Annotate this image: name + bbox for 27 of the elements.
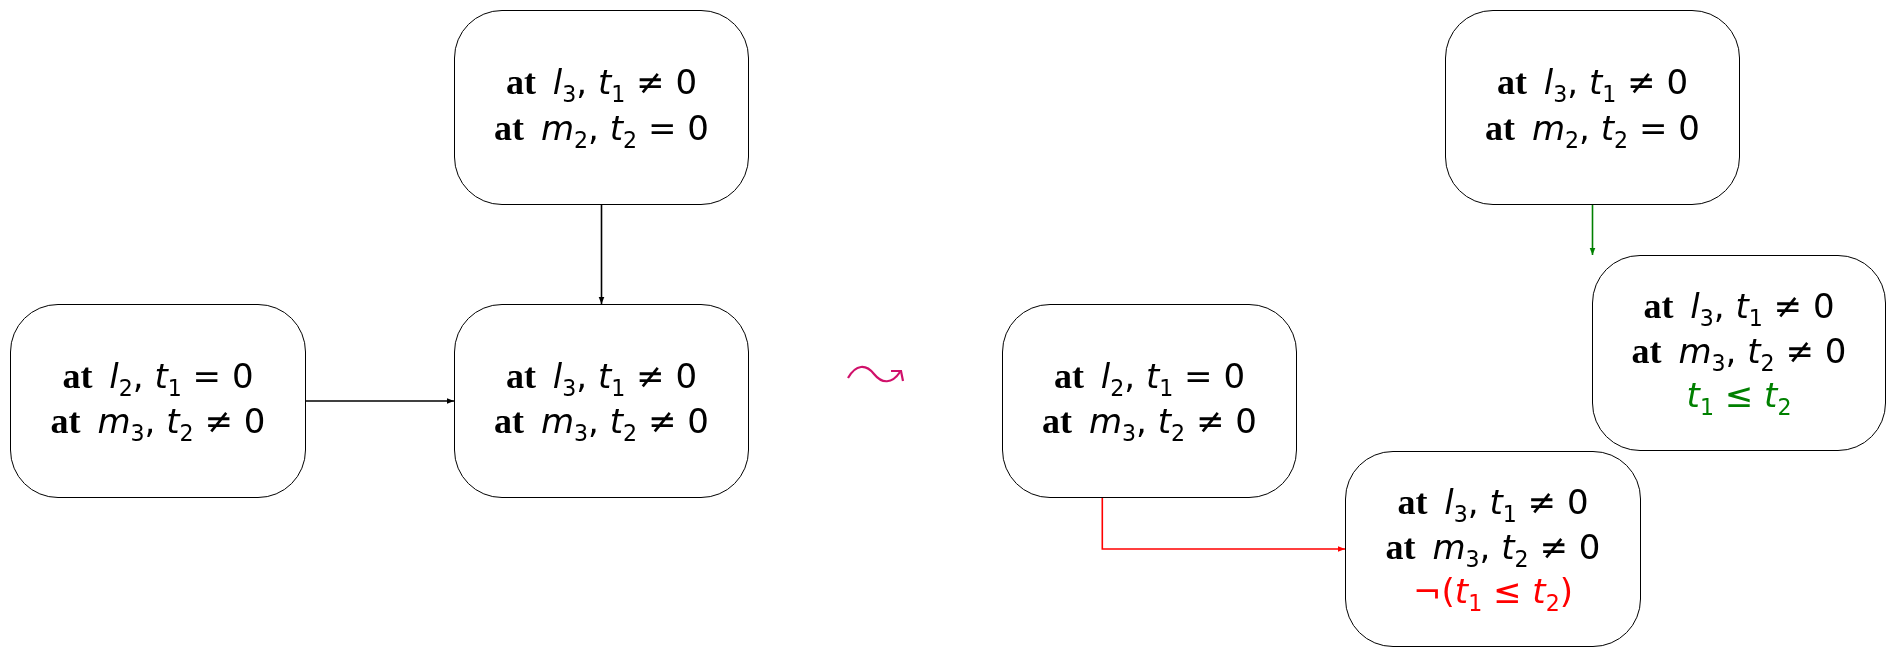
rounded-state-box [1002,304,1297,498]
arrow [1589,204,1596,256]
state-text: at m$_{2}$, t$_{2}$ = 0 [494,107,709,153]
state-text: at l$_{2}$, t$_{1}$ = 0 [1053,355,1246,401]
state-text: at l$_{2}$, t$_{1}$ = 0 [62,355,254,401]
rounded-state-box [454,10,749,205]
state-text: at l$_{3}$, t$_{1}$ ≠ 0 [505,62,698,108]
state-text: at l$_{3}$, t$_{1}$ ≠ 0 [1397,481,1589,527]
condition-text: t$_{1}$ ≤ t$_{2}$ [1686,376,1792,421]
state-text: at m$_{3}$, t$_{2}$ ≠ 0 [494,401,709,447]
rounded-state-box [1345,451,1641,647]
state-text: at m$_{3}$, t$_{2}$ ≠ 0 [1385,526,1601,573]
arrow [305,398,455,404]
rounded-state-box [10,304,306,498]
state-text: at l$_{3}$, t$_{1}$ ≠ 0 [505,355,698,401]
condition-text: ¬(t$_{1}$ ≤ t$_{2}$) [1413,572,1573,617]
arrow [598,204,605,305]
state-text: at m$_{3}$, t$_{2}$ ≠ 0 [1042,401,1257,447]
state-text: at m$_{3}$, t$_{2}$ ≠ 0 [50,401,266,447]
state-text: at m$_{3}$, t$_{2}$ ≠ 0 [1631,330,1847,377]
rounded-state-box [1445,10,1740,205]
state-text: at l$_{3}$, t$_{1}$ ≠ 0 [1496,62,1689,108]
state-text: at l$_{3}$, t$_{1}$ ≠ 0 [1643,285,1835,331]
arrow [1101,497,1346,552]
rounded-state-box [454,304,749,498]
rounded-state-box [1592,255,1886,451]
state-text: at m$_{2}$, t$_{2}$ = 0 [1485,107,1700,153]
